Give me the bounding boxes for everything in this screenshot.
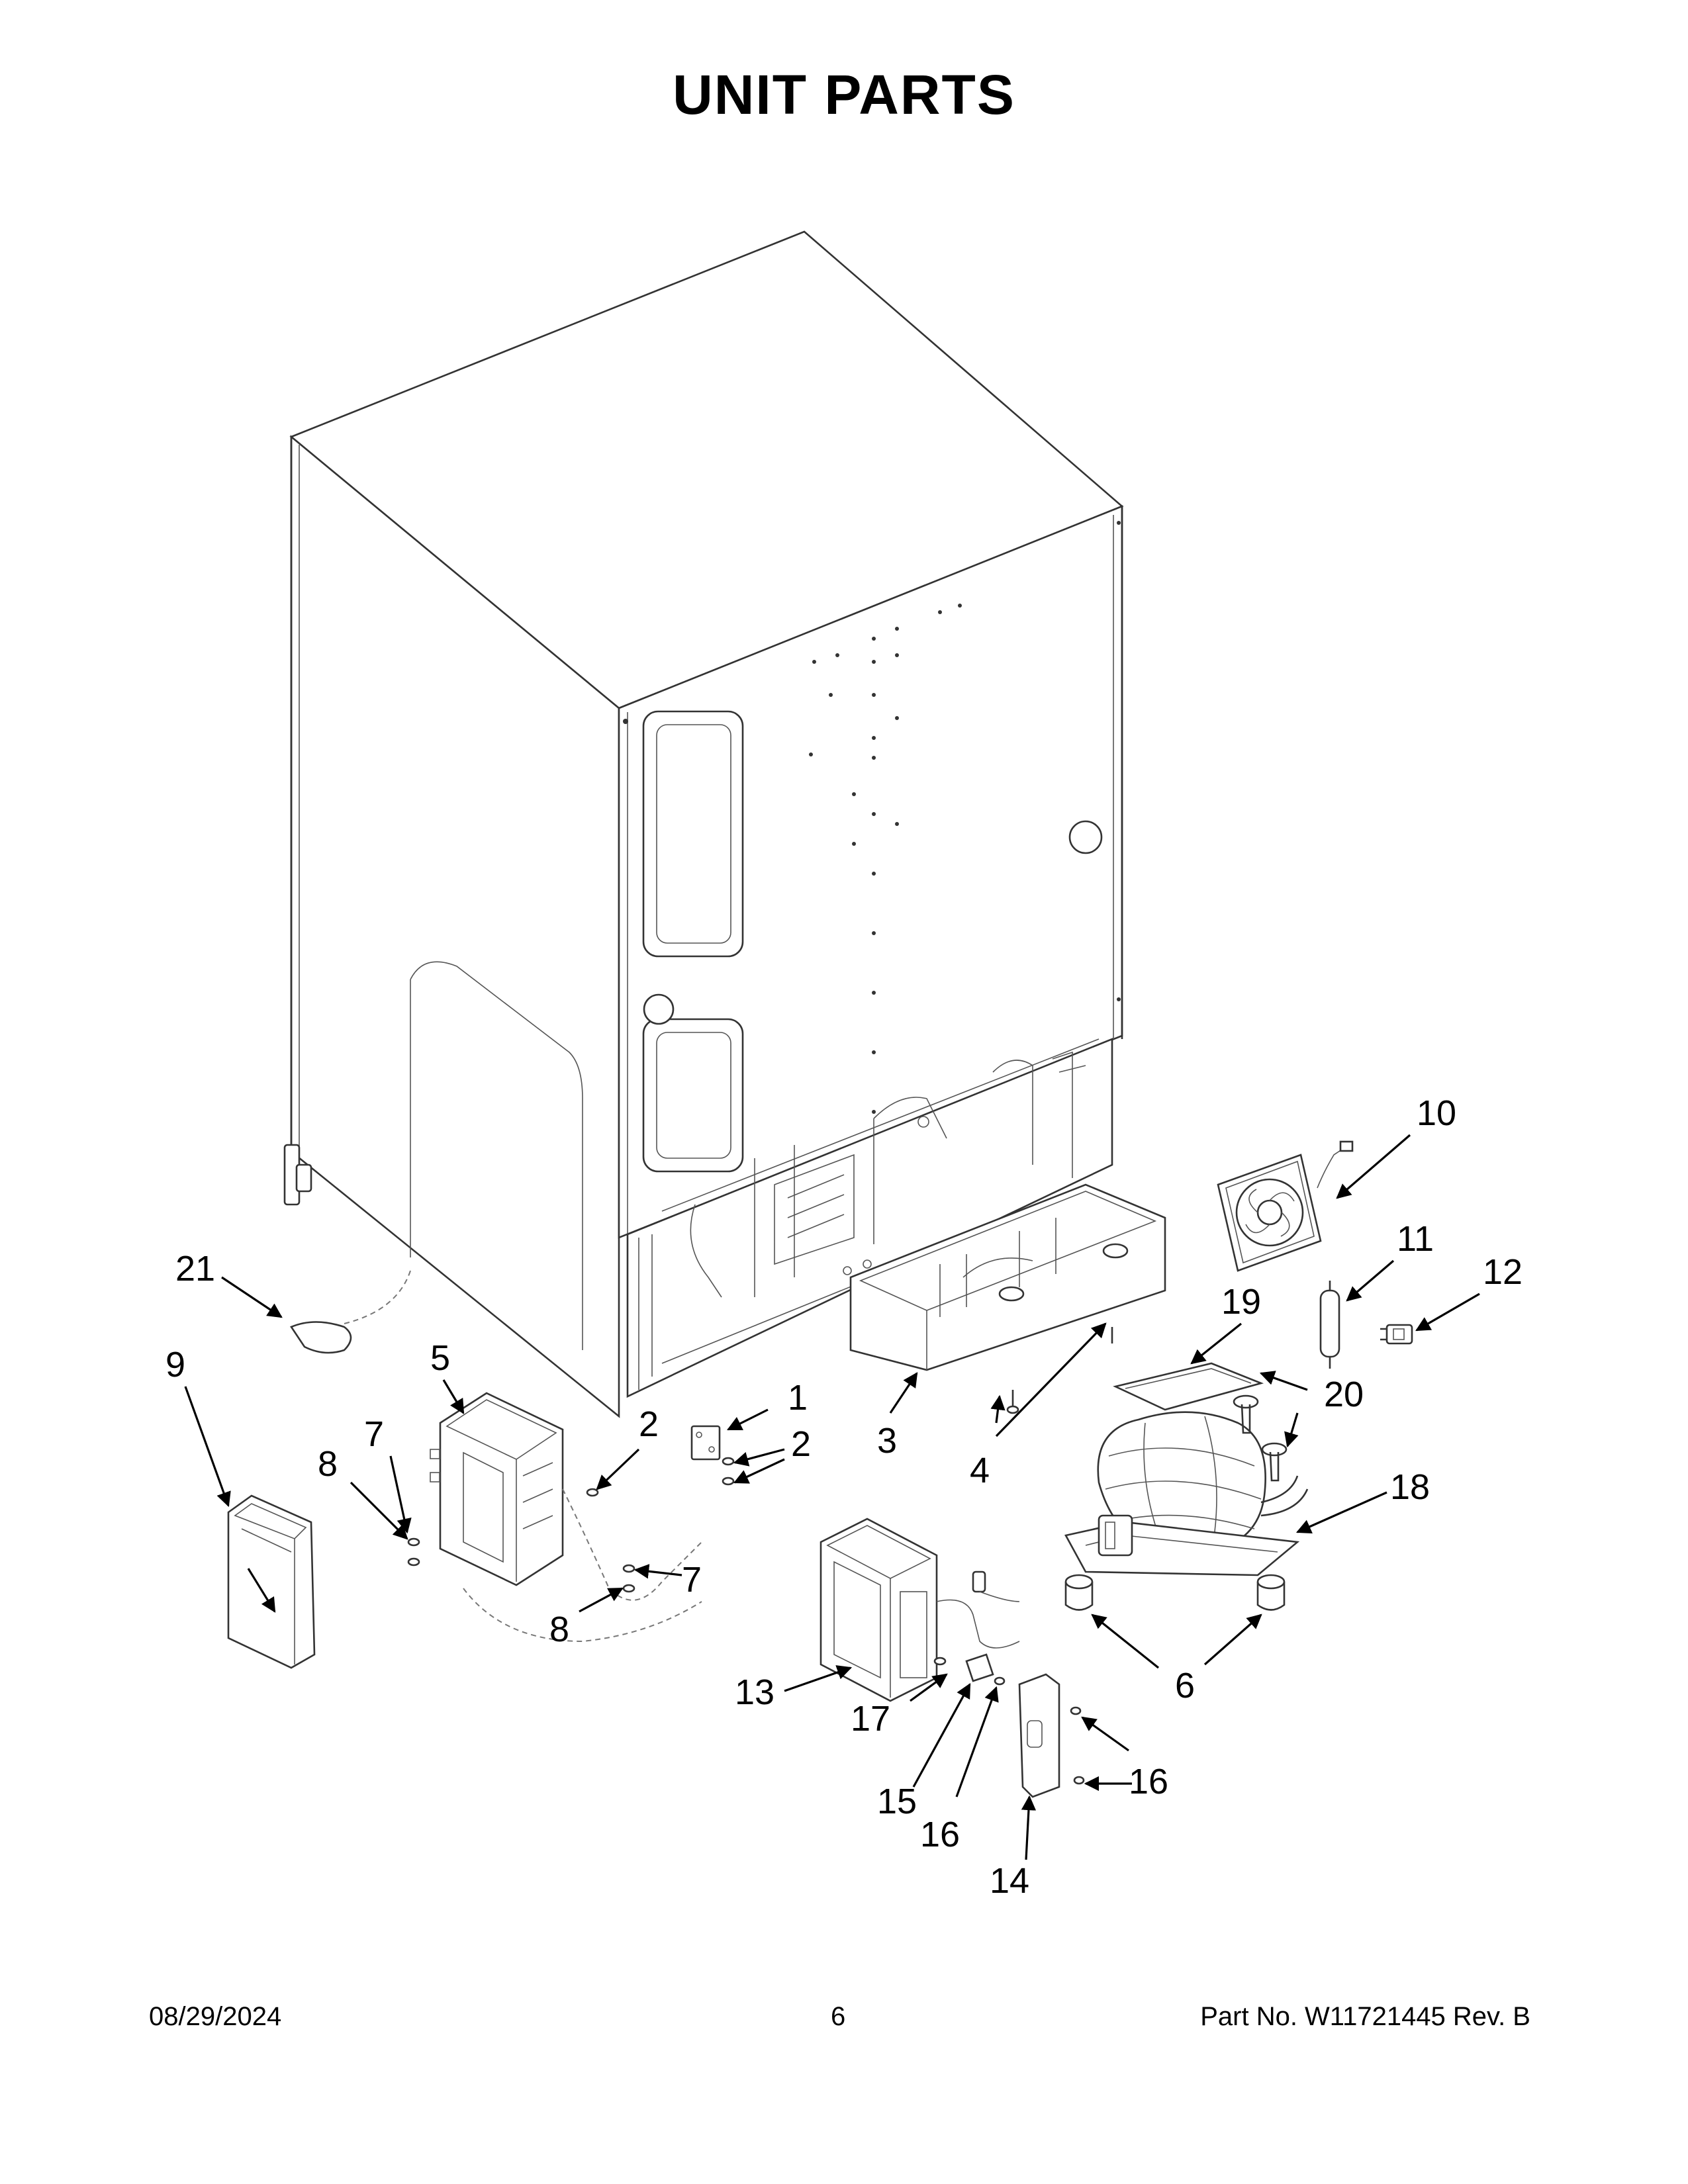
wire-connector [1380,1324,1413,1345]
overload-relay [965,1653,994,1682]
callout-4: 4 [970,1451,990,1490]
callout-20: 20 [1324,1375,1364,1414]
inverter-bracket [1018,1673,1060,1798]
screws [407,1327,1113,1785]
refrigerator-cabinet [283,230,1124,1418]
power-cord [290,1270,411,1354]
main-control-board [227,1494,316,1669]
filter-drier [1319,1281,1340,1369]
callout-13: 13 [735,1672,774,1712]
mounting-bracket [690,1425,721,1461]
callout-10: 10 [1417,1093,1456,1133]
callout-8: 8 [318,1444,338,1484]
callout-labels: 10 21 11 12 19 5 9 20 1 2 2 3 7 8 4 18 7… [165,1093,1523,1901]
callout-15: 15 [877,1782,917,1821]
callout-19: 19 [1221,1282,1261,1322]
footer-page-number: 6 [831,2002,846,2031]
callout-arrows [184,1134,1480,1860]
callout-1: 1 [788,1378,808,1418]
callout-7: 7 [364,1414,384,1454]
inverter-board [820,1518,1020,1702]
callout-5: 5 [430,1338,450,1378]
callout-11: 11 [1397,1219,1434,1259]
callout-12: 12 [1483,1252,1523,1292]
callout-2: 2 [791,1424,811,1464]
callout-6: 6 [1175,1666,1195,1706]
callout-9: 9 [165,1345,185,1385]
callout-16: 16 [920,1815,960,1854]
callout-3: 3 [877,1421,897,1461]
page-title: UNIT PARTS [673,64,1015,126]
footer-part-number: Part No. W11721445 Rev. B [1200,2002,1530,2031]
callout-17: 17 [851,1699,890,1739]
grommets [1064,1574,1286,1611]
callout-7: 7 [682,1560,702,1600]
compressor-bolts [1233,1394,1288,1482]
callout-2: 2 [639,1404,659,1444]
footer-date: 08/29/2024 [149,2002,282,2031]
callout-21: 21 [175,1249,215,1289]
callout-14: 14 [990,1861,1029,1901]
electronic-control-box [430,1392,702,1643]
callout-8: 8 [549,1610,569,1649]
drain-pan [849,1183,1166,1371]
compressor-assembly [1064,1362,1309,1576]
callout-18: 18 [1390,1467,1430,1507]
callout-16: 16 [1129,1762,1168,1801]
condenser-fan-motor [1217,1140,1354,1272]
